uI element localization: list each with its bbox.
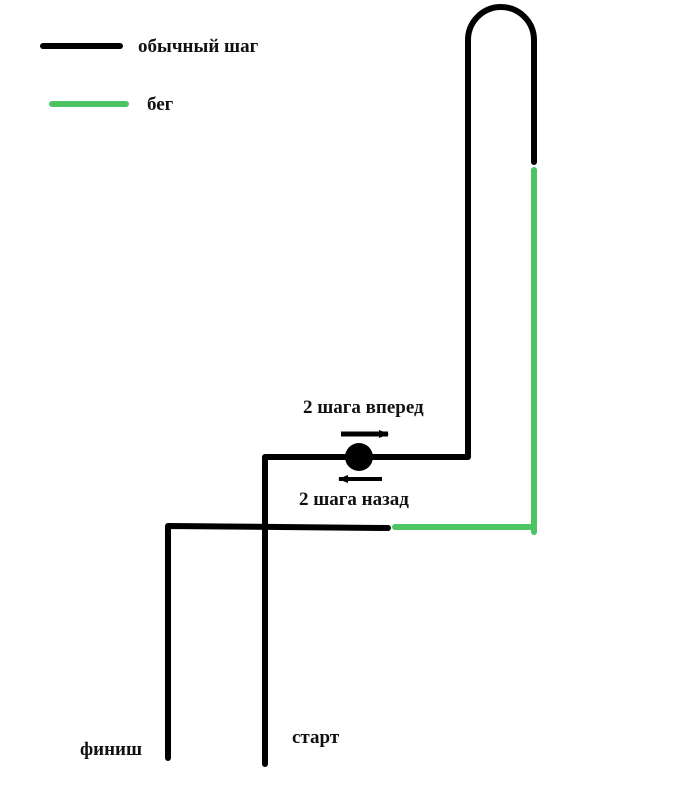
run-path <box>392 167 537 535</box>
pivot-point <box>345 443 373 471</box>
legend-run-label: бег <box>147 94 174 115</box>
walk-path-start <box>262 4 537 767</box>
forward-label: 2 шага вперед <box>303 397 424 418</box>
finish-label: финиш <box>80 739 142 760</box>
start-label: старт <box>292 727 340 748</box>
back-label: 2 шага назад <box>299 489 409 510</box>
walk-path-finish <box>165 523 391 761</box>
legend-walk-label: обычный шаг <box>138 36 259 57</box>
